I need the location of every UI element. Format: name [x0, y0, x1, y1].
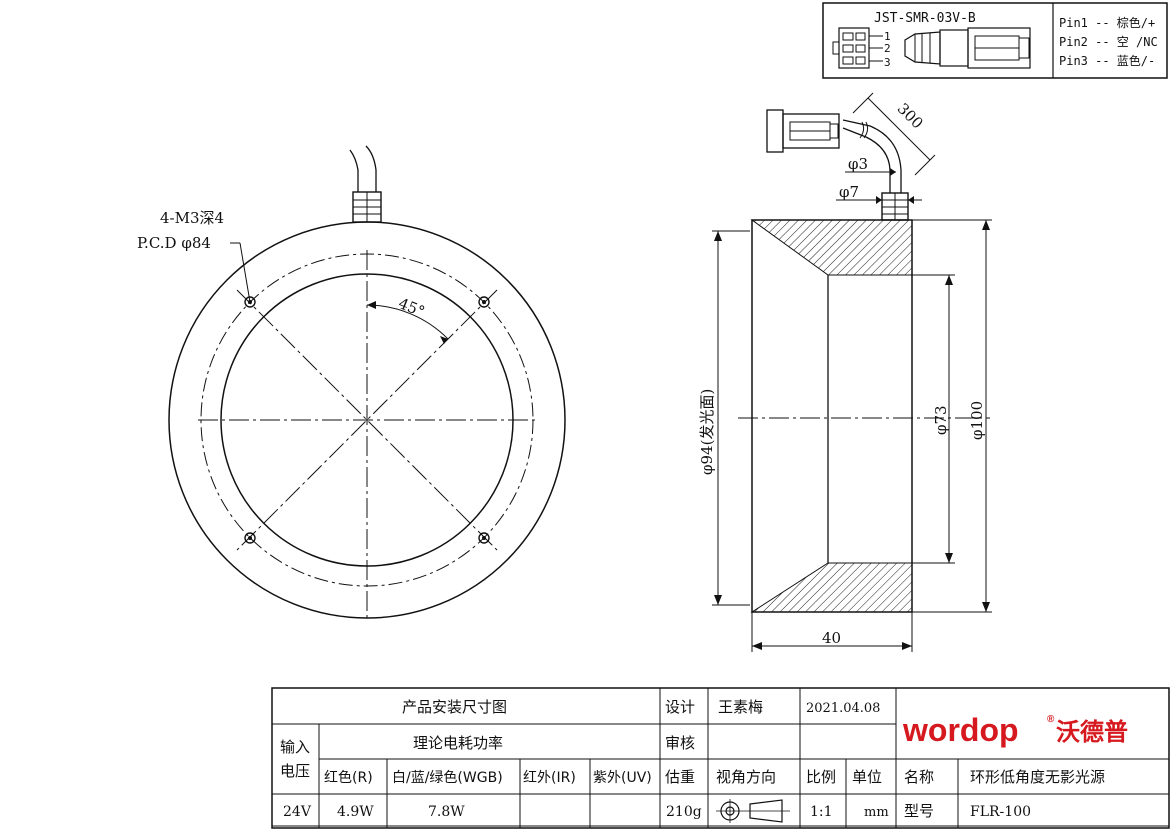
col-uv-header: 紫外(UV) [593, 770, 652, 786]
cable-dia-label: φ3 [848, 155, 868, 173]
pin1-desc: Pin1 -- 棕色/+ [1059, 15, 1155, 30]
outer-dia-label: φ100 [968, 401, 986, 440]
side-plug [766, 109, 840, 153]
design-label: 设计 [665, 698, 695, 716]
brand-logo-text: wordop [902, 712, 1019, 748]
side-view: 300 φ3 φ7 φ94(发光面) φ73 φ100 [698, 92, 992, 652]
pin3-desc: Pin3 -- 蓝色/- [1059, 54, 1155, 68]
input-voltage-label-2: 电压 [280, 762, 310, 780]
review-label: 审核 [665, 734, 695, 752]
designer-name: 王素梅 [718, 698, 763, 716]
pcd-label: P.C.D φ84 [137, 234, 211, 252]
scale-label: 比例 [806, 768, 836, 786]
connector-info-box: JST-SMR-03V-B 1 2 3 [822, 2, 1168, 79]
name-label: 名称 [904, 768, 934, 786]
projection-symbol-icon [716, 799, 790, 823]
view-dir-label: 视角方向 [716, 768, 776, 786]
brand-registered-mark: ® [1047, 714, 1055, 725]
input-voltage-label-1: 输入 [280, 738, 310, 756]
hole-spec-label: 4-M3深4 [160, 209, 224, 227]
model-label: 型号 [904, 802, 934, 820]
gland-dia-label: φ7 [839, 183, 859, 201]
wgb-power-value: 7.8W [428, 804, 465, 820]
mount-hole [478, 296, 490, 308]
power-header: 理论电耗功率 [413, 734, 503, 752]
model-value: FLR-100 [970, 804, 1031, 820]
product-name: 环形低角度无影光源 [970, 768, 1105, 786]
height-label: 40 [822, 629, 841, 647]
unit-value: mm [864, 805, 889, 820]
mount-hole [244, 532, 256, 544]
col-wgb-header: 白/蓝/绿色(WGB) [392, 769, 503, 786]
connector-face-icon [832, 27, 883, 69]
cable-gland [349, 145, 382, 223]
connector-model-label: JST-SMR-03V-B [874, 11, 976, 26]
col-ir-header: 红外(IR) [523, 770, 576, 786]
pin-number-2: 2 [884, 42, 891, 55]
scale-value: 1:1 [810, 804, 833, 820]
pin-number-3: 3 [884, 56, 891, 69]
front-view: 45° 4-M3深4 P.C.D φ84 [137, 145, 566, 622]
mount-hole [478, 532, 490, 544]
weight-label: 估重 [665, 768, 695, 786]
unit-label: 单位 [852, 768, 882, 786]
weight-value: 210g [666, 804, 702, 820]
inner-dia-label: φ73 [932, 405, 950, 435]
pin-number-1: 1 [884, 30, 891, 43]
emit-dia-label: φ94(发光面) [698, 389, 716, 475]
side-cable-gland [842, 119, 909, 221]
voltage-value: 24V [283, 804, 312, 820]
brand-logo: wordop ® 沃德普 [902, 712, 1128, 748]
pin2-desc: Pin2 -- 空 /NC [1059, 35, 1158, 49]
brand-logo-cn: 沃德普 [1056, 718, 1128, 746]
connector-side-icon [904, 27, 1031, 69]
angle-label: 45° [396, 294, 427, 321]
drawing-title: 产品安装尺寸图 [402, 698, 507, 716]
title-block: 产品安装尺寸图 设计 王素梅 2021.04.08 审核 输入 电压 理论电耗功… [271, 687, 1170, 829]
red-power-value: 4.9W [337, 804, 374, 820]
drawing-date: 2021.04.08 [806, 701, 880, 716]
cable-length-label: 300 [894, 99, 927, 132]
col-red-header: 红色(R) [324, 769, 373, 786]
